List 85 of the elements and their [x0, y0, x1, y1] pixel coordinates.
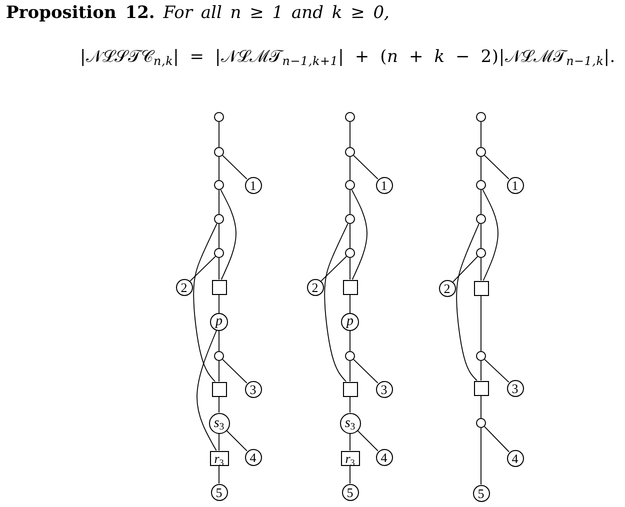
tree-edge: [218, 330, 220, 352]
square-vertex: [212, 382, 226, 396]
tree-edge: [218, 258, 220, 280]
tree-edge: [218, 465, 220, 484]
labeled-vertex: 1: [244, 176, 262, 194]
labeled-vertex: 1: [506, 176, 524, 194]
formula: |𝒩ℒ𝒮𝒯𝒞$_{n,k}$| = |𝒩ℒℳ𝒯$_{n−1,k+1}$| + (n + k − 2)|𝒩ℒℳ𝒯$_{n−1,k}$|.: [80, 47, 616, 68]
tree-edge: [484, 155, 510, 180]
tree-edge: [480, 295, 482, 352]
tree-vertex: [214, 351, 224, 361]
tree-edge: [218, 396, 220, 413]
tree-vertex: [345, 351, 355, 361]
tree-edge: [218, 360, 220, 382]
tree-vertex: [476, 248, 486, 258]
tree-vertex: [345, 248, 355, 258]
proposition-statement: Proposition 12. For all n ≥ 1 and k ≥ 0,: [6, 3, 390, 24]
tree-edge: [452, 256, 478, 282]
tree-vertex: [214, 180, 224, 190]
labeled-vertex: s$_{3}$: [340, 412, 360, 434]
tree-vertex: [476, 351, 486, 361]
tree-vertex: [214, 112, 224, 122]
square-vertex: [474, 280, 488, 296]
square-vertex: [342, 382, 358, 396]
tree-edge: [218, 122, 220, 148]
labeled-vertex: 2: [438, 280, 456, 296]
labeled-vertex: 5: [210, 484, 228, 500]
tree-vertex: [476, 112, 486, 122]
tree-edge: [480, 428, 482, 485]
tree-vertex: [345, 180, 355, 190]
labeled-vertex: 4: [506, 450, 524, 466]
labeled-vertex: 4: [244, 448, 262, 466]
labeled-vertex: p: [341, 313, 359, 331]
tree-vertex: [476, 418, 486, 428]
tree-edge: [190, 256, 216, 282]
tree-vertex: [214, 248, 224, 258]
curved-edge: [351, 189, 368, 280]
labeled-vertex: p: [210, 313, 228, 331]
tree-edge: [484, 426, 510, 452]
labeled-vertex: 4: [376, 448, 392, 466]
labeled-vertex: 5: [342, 484, 358, 500]
tree-vertex: [214, 147, 224, 157]
tree-edge: [320, 256, 347, 282]
curved-edge: [456, 223, 480, 381]
tree-edge: [356, 430, 378, 452]
tree-edge: [484, 358, 510, 383]
tree-edge: [218, 190, 220, 214]
square-vertex: [474, 380, 488, 396]
tree-edge: [222, 155, 248, 180]
labeled-vertex: 3: [244, 380, 262, 398]
curved-edge: [324, 223, 348, 382]
labeled-vertex: 3: [376, 380, 392, 398]
tree-edge: [218, 433, 220, 451]
tree-edge: [480, 258, 482, 281]
square-vertex: [212, 280, 226, 294]
labeled-vertex: s$_{3}$: [208, 412, 230, 434]
tree-vertex: [476, 147, 486, 157]
tree-vertex: [214, 214, 224, 224]
labeled-vertex: 1: [376, 176, 392, 194]
tree-edge: [218, 294, 220, 314]
tree-edge: [226, 430, 248, 452]
tree-vertex: [476, 214, 486, 224]
tree-edge: [218, 224, 220, 248]
tree-edge: [218, 156, 220, 180]
tree-edge: [480, 395, 482, 418]
labeled-vertex: 5: [472, 484, 490, 502]
tree-edge: [480, 360, 482, 381]
tree-edge: [480, 224, 482, 248]
tree-edge: [480, 190, 482, 214]
labeled-vertex: 2: [306, 278, 324, 296]
tree-edge: [353, 155, 378, 180]
labeled-vertex: 3: [506, 380, 524, 396]
tree-edge: [480, 156, 482, 180]
tree-vertex: [345, 214, 355, 224]
curved-edge: [220, 189, 236, 280]
curved-edge: [482, 189, 498, 281]
square-vertex: [342, 280, 358, 294]
curved-edge: [193, 223, 218, 382]
tree-edge: [353, 359, 378, 384]
tree-vertex: [345, 147, 355, 157]
labeled-vertex: 2: [176, 278, 192, 296]
tree-edge: [480, 122, 482, 148]
tree-vertex: [476, 180, 486, 190]
curved-edge: [196, 330, 217, 451]
tree-edge: [222, 359, 248, 384]
tree-vertex: [345, 112, 355, 122]
